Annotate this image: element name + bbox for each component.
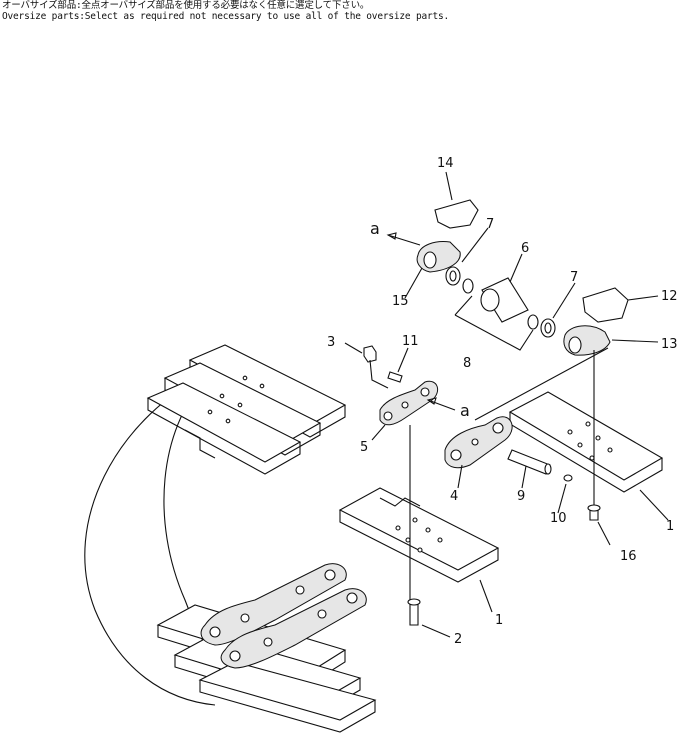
bolt-11 — [387, 371, 403, 383]
callout-15: 15 — [392, 294, 409, 309]
callout-3: 3 — [327, 335, 335, 350]
callout-13: 13 — [661, 337, 678, 352]
note-english: Oversize parts:Select as required not ne… — [2, 11, 450, 22]
callout-9: 9 — [517, 489, 525, 504]
seal-7b — [540, 318, 556, 338]
leader-lines — [344, 171, 669, 638]
callout-8: 8 — [463, 356, 471, 371]
oversize-notes: オーバサイズ部品:全点オーバサイズ部品を使用する必要はなく任意に選定して下さい。… — [2, 0, 449, 22]
part-13 — [563, 325, 611, 356]
callout-11: 11 — [402, 334, 419, 349]
seal-7a — [445, 266, 461, 286]
shoe-right — [508, 391, 664, 493]
top-shoe-3 — [146, 382, 302, 475]
callout-7b: 7 — [570, 270, 578, 285]
callout-7a: 7 — [486, 217, 494, 232]
shoe-center — [338, 487, 500, 583]
link-4 — [444, 416, 513, 469]
chain-links — [200, 563, 367, 669]
ring-right — [527, 314, 539, 330]
nut-3 — [363, 345, 377, 363]
top-shoe-holes — [207, 375, 265, 424]
bolt-2 — [407, 598, 421, 626]
part-14 — [434, 199, 479, 229]
bolt-16 — [587, 504, 601, 521]
pin-9 — [507, 449, 552, 475]
callout-16: 16 — [620, 549, 637, 564]
callout-14: 14 — [437, 156, 454, 171]
pin-10 — [563, 474, 573, 482]
callout-4: 4 — [450, 489, 458, 504]
callout-10: 10 — [550, 511, 567, 526]
callout-1-right: 1 — [666, 519, 674, 534]
ref-a-top: a — [370, 219, 380, 238]
bushing-6 — [480, 277, 529, 323]
callout-6: 6 — [521, 241, 529, 256]
part-12 — [582, 287, 629, 323]
callout-5: 5 — [360, 440, 368, 455]
ring-left — [462, 278, 474, 294]
link-5 — [379, 380, 439, 426]
part-15 — [416, 241, 461, 273]
callout-2: 2 — [454, 632, 462, 647]
track-belt — [84, 344, 377, 733]
callout-labels: 14 7 6 7 12 13 15 8 11 3 5 4 9 10 1 16 1… — [327, 156, 678, 647]
callout-12: 12 — [661, 289, 678, 304]
callout-1-center: 1 — [495, 613, 503, 628]
ref-a-mid: a — [460, 401, 470, 420]
note-japanese: オーバサイズ部品:全点オーバサイズ部品を使用する必要はなく任意に選定して下さい。 — [2, 0, 370, 11]
